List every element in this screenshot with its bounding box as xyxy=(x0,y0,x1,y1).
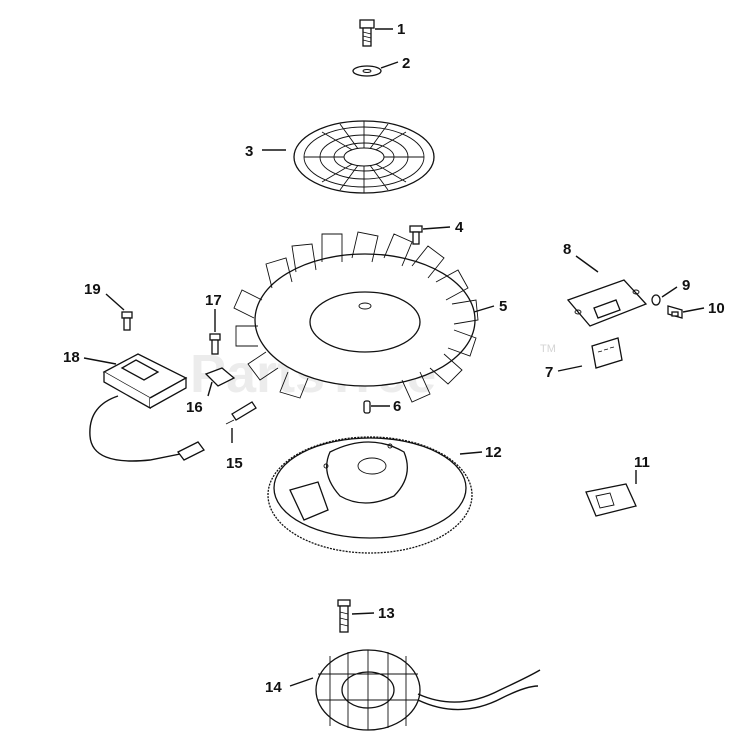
callout-3: 3 xyxy=(245,143,253,160)
callout-7: 7 xyxy=(545,364,553,381)
part-9-washer[interactable] xyxy=(651,294,661,306)
part-4-screw[interactable] xyxy=(409,225,423,245)
part-17-screw[interactable] xyxy=(209,333,221,355)
part-18-ignition-module[interactable] xyxy=(89,353,205,462)
leader-lines xyxy=(83,28,705,687)
callout-15: 15 xyxy=(226,455,243,472)
callout-10: 10 xyxy=(708,300,725,317)
callout-18: 18 xyxy=(63,349,80,366)
part-19-screw[interactable] xyxy=(121,311,133,331)
callout-4: 4 xyxy=(455,219,464,236)
watermark-tm: TM xyxy=(540,343,556,355)
part-3-grass-screen[interactable] xyxy=(293,120,435,194)
part-12-flywheel[interactable] xyxy=(267,436,473,554)
part-11-connector[interactable] xyxy=(585,483,637,517)
callout-13: 13 xyxy=(378,605,395,622)
callout-17: 17 xyxy=(205,292,222,309)
callout-16: 16 xyxy=(186,399,203,416)
part-1-bolt[interactable] xyxy=(359,19,375,47)
callout-labels: 1 2 3 4 5 6 7 8 9 10 11 12 13 14 15 16 1… xyxy=(63,21,725,696)
callout-8: 8 xyxy=(563,241,571,258)
part-15-spark-plug[interactable] xyxy=(225,401,257,425)
callout-12: 12 xyxy=(485,444,502,461)
part-6-key[interactable] xyxy=(363,400,371,414)
part-7-connector[interactable] xyxy=(591,337,623,369)
part-14-stator[interactable] xyxy=(315,649,541,731)
callout-1: 1 xyxy=(397,21,405,38)
callout-11: 11 xyxy=(634,454,650,471)
part-2-washer[interactable] xyxy=(352,65,382,77)
callout-14: 14 xyxy=(265,679,282,696)
part-8-rectifier[interactable] xyxy=(566,279,648,327)
part-5-flywheel-fan[interactable] xyxy=(233,231,479,403)
callout-19: 19 xyxy=(84,281,101,298)
callout-5: 5 xyxy=(499,298,507,315)
part-16-clip[interactable] xyxy=(204,367,236,387)
part-10-screw[interactable] xyxy=(667,305,683,319)
part-13-bolt[interactable] xyxy=(337,599,351,633)
callout-6: 6 xyxy=(393,398,401,415)
callout-9: 9 xyxy=(682,277,690,294)
callout-2: 2 xyxy=(402,55,410,72)
